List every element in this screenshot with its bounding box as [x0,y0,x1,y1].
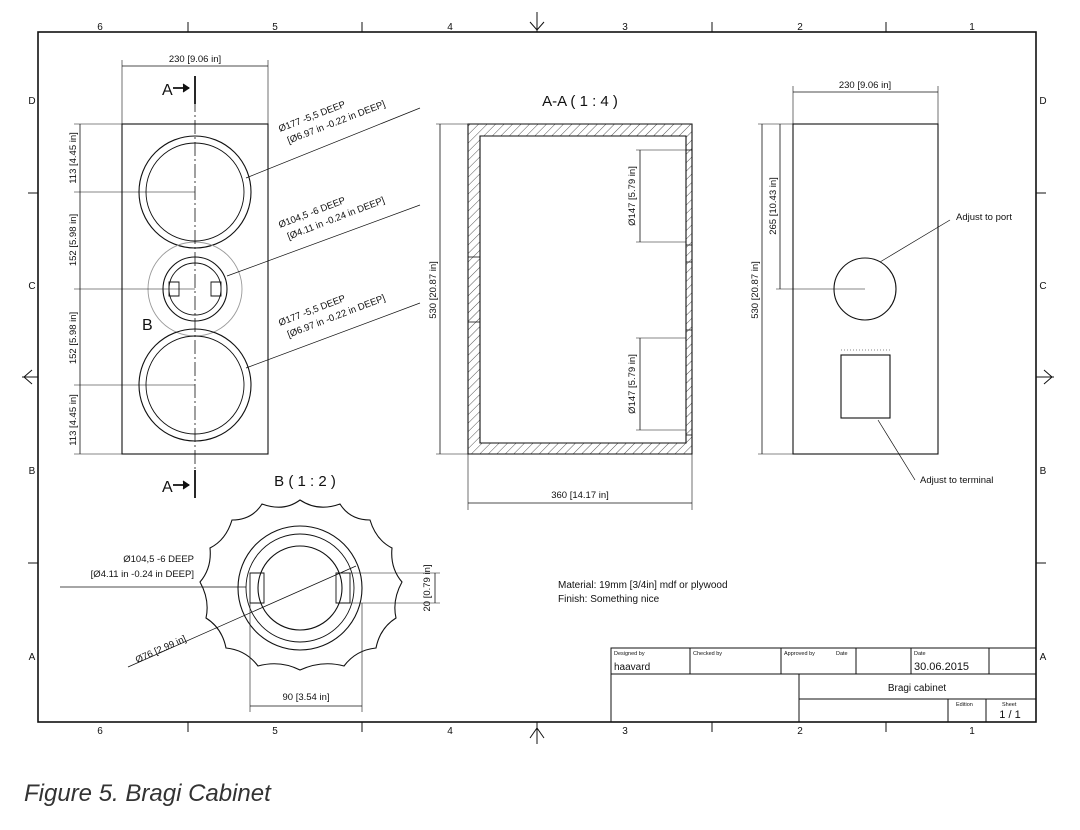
zone-col-2-bottom: 2 [797,726,803,737]
centering-marks [22,12,1054,744]
zone-col-4-top: 4 [447,22,453,33]
detail-view [60,499,440,712]
side-dim-port: 265 [10.43 in] [768,177,779,235]
side-view [758,86,951,481]
zone-row-d-left: D [28,96,35,107]
zone-col-1-top: 1 [969,22,975,33]
section-dim-port-top: Ø147 [5.79 in] [627,166,638,226]
section-dim-height: 530 [20.87 in] [428,261,439,319]
tb-checked-by-label: Checked by [693,651,722,657]
side-dim-width: 230 [9.06 in] [839,80,891,91]
section-view [436,123,693,510]
tb-date-label-2: Date [914,651,926,657]
zone-row-c-left: C [28,281,35,292]
technical-drawing: 6 5 4 3 2 1 6 5 4 3 2 1 D C B A D C B A [22,12,1054,744]
front-dim-lower: 152 [5.98 in] [68,312,79,364]
front-width-dim: 230 [9.06 in] [169,54,221,65]
section-label-top: A [162,82,173,99]
tb-date-label-1: Date [836,651,848,657]
front-dim-upper: 152 [5.98 in] [68,214,79,266]
zone-col-3-top: 3 [622,22,628,33]
zone-row-b-right: B [1040,466,1047,477]
zone-row-d-right: D [1039,96,1046,107]
title-block [610,647,1037,723]
tb-sheet: 1 / 1 [999,709,1020,721]
section-title: A-A ( 1 : 4 ) [542,93,618,110]
tb-title: Bragi cabinet [888,683,947,694]
detail-bore [257,545,343,631]
zone-row-a-right: A [1040,652,1047,663]
zone-row-a-left: A [29,652,36,663]
zone-col-1-bottom: 1 [969,726,975,737]
section-label-bottom: A [162,479,173,496]
detail-dim-inner: Ø76 [2.99 in] [134,634,188,666]
tb-designed-by: haavard [614,662,650,673]
tb-date: 30.06.2015 [914,661,969,673]
zone-row-b-left: B [29,466,36,477]
section-dim-width: 360 [14.17 in] [551,490,609,501]
section-hatch [467,123,693,455]
detail-callout-label: B [142,317,153,334]
zone-col-6-bottom: 6 [97,726,103,737]
front-dim-bottom: 113 [4.45 in] [68,394,79,446]
side-note-port: Adjust to port [956,212,1012,223]
zone-col-4-bottom: 4 [447,726,453,737]
zone-col-5-top: 5 [272,22,278,33]
tb-designed-by-label: Designed by [614,651,645,657]
detail-title: B ( 1 : 2 ) [274,473,336,490]
side-note-terminal: Adjust to terminal [920,475,993,486]
detail-note-2: [Ø4.11 in -0.24 in DEEP] [91,569,194,580]
section-dim-port-bottom: Ø147 [5.79 in] [627,354,638,414]
detail-note-1: Ø104,5 -6 DEEP [123,554,194,565]
zone-col-3-bottom: 3 [622,726,628,737]
zone-col-2-top: 2 [797,22,803,33]
front-view [74,60,421,498]
zone-col-5-bottom: 5 [272,726,278,737]
figure-caption: Figure 5. Bragi Cabinet [24,780,271,807]
detail-dim-slot: 20 [0.79 in] [422,564,433,611]
finish-note: Finish: Something nice [558,594,660,605]
tb-edition-label: Edition [956,702,973,708]
material-note: Material: 19mm [3/4in] mdf or plywood [558,580,728,591]
detail-dim-width: 90 [3.54 in] [282,692,329,703]
terminal-cutout [840,354,891,419]
detail-break-outline [199,499,403,671]
side-dim-height: 530 [20.87 in] [750,261,761,319]
zone-col-6-top: 6 [97,22,103,33]
tb-approved-by-label: Approved by [784,651,815,657]
detail-counterbore [245,533,355,643]
front-dim-top: 113 [4.45 in] [68,132,79,184]
zone-row-c-right: C [1039,281,1046,292]
tb-sheet-label: Sheet [1002,702,1017,708]
